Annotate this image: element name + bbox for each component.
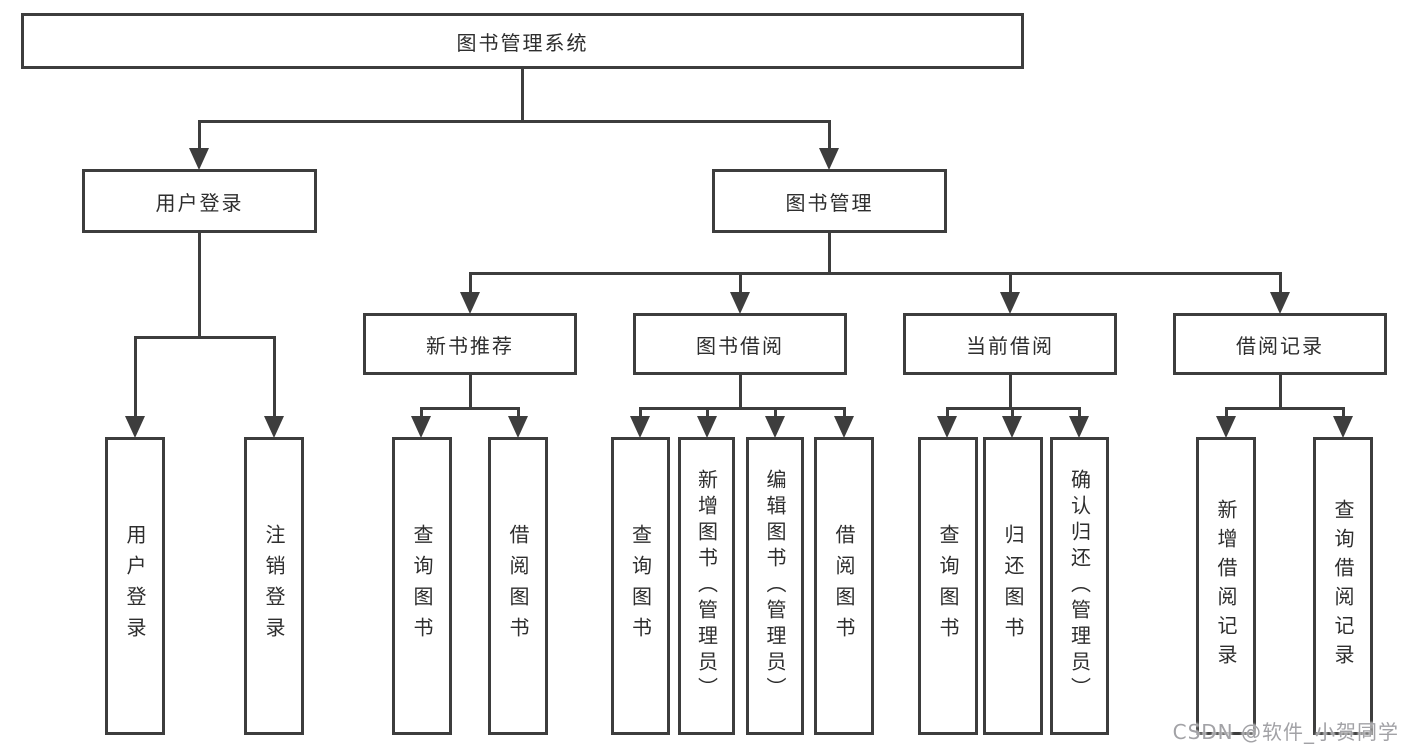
node-leaf-logout-label: 注销登录 [262,524,286,648]
node-leaf-borrow-book: 借阅图书 [814,437,874,735]
connector-drop [842,407,846,417]
node-user-login-label: 用户登录 [155,190,244,215]
node-leaf-query-book-borrow: 查询图书 [611,437,670,735]
connector-drop [468,272,472,293]
arrow-down-icon [508,416,528,438]
node-new-book-recommend: 新书推荐 [363,313,577,375]
connector-elbow [468,272,1282,275]
node-leaf-add-borrow-record: 新增借阅记录 [1196,437,1256,735]
node-leaf-return-book: 归还图书 [983,437,1043,735]
arrow-down-icon [630,416,650,438]
connector-drop [738,272,742,293]
node-leaf-borrow-book-recommend-label: 借阅图书 [506,524,530,648]
arrow-down-icon [1216,416,1236,438]
connector-elbow [638,407,846,410]
connector-drop [705,407,709,417]
connector-stem [738,372,742,410]
arrow-down-icon [411,416,431,438]
arrow-down-icon [189,148,209,170]
node-leaf-query-book-recommend-label: 查询图书 [410,524,434,648]
connector-drop [133,336,137,417]
watermark: CSDN @软件_小贺同学 [1172,720,1399,744]
node-leaf-user-login-label: 用户登录 [123,524,147,648]
arrow-down-icon [460,292,480,314]
connector-stem [1278,372,1282,410]
arrow-down-icon [125,416,145,438]
node-leaf-edit-book-admin-label: 编辑图书（管理员） [763,469,787,703]
node-current-borrow: 当前借阅 [903,313,1117,375]
connector-elbow [1224,407,1345,410]
connector-drop [516,407,520,417]
connector-stem [827,230,831,275]
node-leaf-add-book-admin: 新增图书（管理员） [678,437,735,735]
node-user-login: 用户登录 [82,169,317,233]
connector-elbow [419,407,520,410]
node-book-management-label: 图书管理 [785,190,874,215]
node-borrow-record-label: 借阅记录 [1236,333,1324,358]
node-leaf-user-login: 用户登录 [105,437,165,735]
node-root: 图书管理系统 [21,13,1024,69]
connector-drop [1010,407,1014,417]
arrow-down-icon [765,416,785,438]
connector-stem [520,66,524,123]
node-leaf-add-book-admin-label: 新增图书（管理员） [694,469,719,703]
connector-drop [197,120,201,149]
node-new-book-recommend-label: 新书推荐 [426,333,514,358]
node-book-borrow-label: 图书借阅 [696,333,784,358]
connector-drop [1341,407,1345,417]
arrow-down-icon [834,416,854,438]
connector-drop [1077,407,1081,417]
connector-drop [1008,272,1012,293]
node-leaf-add-borrow-record-label: 新增借阅记录 [1214,499,1238,673]
node-leaf-confirm-return-admin: 确认归还（管理员） [1050,437,1109,735]
arrow-down-icon [1270,292,1290,314]
connector-drop [1278,272,1282,293]
node-current-borrow-label: 当前借阅 [966,333,1054,358]
connector-drop [419,407,423,417]
connector-drop [827,120,831,149]
connector-drop [1224,407,1228,417]
connector-drop [773,407,777,417]
node-book-management: 图书管理 [712,169,947,233]
node-leaf-query-book-current: 查询图书 [918,437,978,735]
arrow-down-icon [1000,292,1020,314]
node-book-borrow: 图书借阅 [633,313,847,375]
node-leaf-query-book-recommend: 查询图书 [392,437,452,735]
connector-stem [1008,372,1012,410]
arrow-down-icon [730,292,750,314]
node-leaf-return-book-label: 归还图书 [1001,524,1025,648]
node-leaf-query-book-borrow-label: 查询图书 [628,524,653,648]
node-borrow-record: 借阅记录 [1173,313,1387,375]
node-leaf-borrow-book-label: 借阅图书 [832,524,856,648]
arrow-down-icon [1069,416,1089,438]
connector-elbow [197,120,831,123]
node-leaf-edit-book-admin: 编辑图书（管理员） [746,437,804,735]
node-leaf-borrow-book-recommend: 借阅图书 [488,437,548,735]
connector-drop [638,407,642,417]
connector-drop [945,407,949,417]
node-leaf-query-borrow-record-label: 查询借阅记录 [1331,499,1355,673]
node-leaf-query-book-current-label: 查询图书 [936,524,960,648]
node-root-label: 图书管理系统 [456,30,589,55]
connector-elbow [133,336,276,339]
connector-drop [272,336,276,417]
connector-stem [468,372,472,410]
arrow-down-icon [264,416,284,438]
node-leaf-logout: 注销登录 [244,437,304,735]
arrow-down-icon [1333,416,1353,438]
node-leaf-confirm-return-admin-label: 确认归还（管理员） [1067,469,1092,703]
arrow-down-icon [1002,416,1022,438]
arrow-down-icon [697,416,717,438]
arrow-down-icon [819,148,839,170]
arrow-down-icon [937,416,957,438]
connector-stem [197,230,201,339]
node-leaf-query-borrow-record: 查询借阅记录 [1313,437,1373,735]
